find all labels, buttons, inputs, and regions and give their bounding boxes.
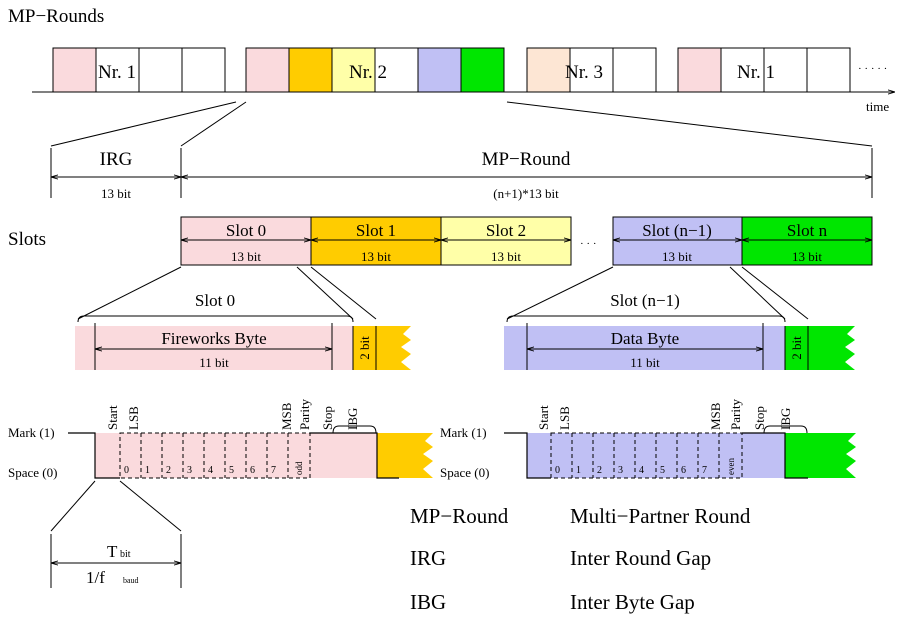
svg-text:3: 3 [187, 465, 192, 476]
svg-text:7: 7 [702, 465, 707, 476]
legend-meaning-irg: Inter Round Gap [570, 546, 711, 570]
msb-label-left: MSB [279, 402, 294, 430]
slot-1-name: Slot 1 [356, 221, 396, 240]
stop-label-left: Stop [320, 406, 335, 430]
slot0-detail-brace [77, 315, 354, 323]
slotn1-byte-bits: 11 bit [630, 355, 660, 370]
slot0-detail-bar [75, 323, 411, 370]
legend-abbr-irg: IRG [410, 546, 446, 570]
timeline-ellipsis: · · · · · [858, 63, 887, 75]
timeline-round-4 [677, 47, 851, 93]
bit-numbers-left: 0 1 2 3 4 5 6 7 [124, 465, 276, 476]
legend-meaning-mp-round: Multi−Partner Round [570, 504, 751, 528]
diagram-title: MP−Rounds [8, 6, 104, 27]
timeline [32, 47, 895, 93]
slot0-detail-title: Slot 0 [195, 291, 235, 310]
legend-meaning-ibg: Inter Byte Gap [570, 590, 695, 614]
round-1-irg [52, 47, 97, 93]
lsb-label-right: LSB [557, 406, 572, 430]
svg-text:1: 1 [145, 465, 150, 476]
bit-numbers-right: 0 1 2 3 4 5 6 7 [555, 465, 707, 476]
slots-row [180, 216, 873, 266]
round-3-label: Nr. 3 [565, 62, 603, 83]
t-bit-sub: bit [120, 549, 131, 560]
slots-row-label: Slots [8, 229, 46, 250]
round-dimensions [50, 148, 873, 198]
zoom-lines-round [50, 101, 873, 147]
slot-n-name: Slot n [787, 221, 828, 240]
ibg-label-left: IBG [345, 408, 360, 430]
lsb-label-left: LSB [126, 406, 141, 430]
mark-label-right: Mark (1) [440, 425, 487, 440]
slotn1-detail-brace [506, 315, 786, 323]
slotn1-detail-title: Slot (n−1) [610, 291, 680, 310]
timeline-round-1 [52, 47, 226, 93]
slot0-byte-label: Fireworks Byte [161, 329, 266, 348]
parity-label-right: Parity [728, 398, 743, 430]
parity-even-label: even [726, 458, 736, 475]
round-4-label: Nr. 1 [737, 62, 775, 83]
ibg-label-right: IBG [778, 408, 793, 430]
slotn1-gap-bits: 2 bit [789, 336, 804, 360]
bit-timing [50, 480, 182, 588]
mp-round-label: MP−Round [482, 149, 571, 170]
svg-text:5: 5 [660, 465, 665, 476]
round-2-label: Nr. 2 [349, 62, 387, 83]
f-baud-main: 1/f [86, 568, 105, 587]
zoom-lines-slots [77, 266, 809, 320]
msb-label-right: MSB [708, 402, 723, 430]
mp-round-bits: (n+1)*13 bit [493, 186, 559, 201]
svg-text:4: 4 [208, 465, 213, 476]
f-baud-sub: baud [123, 576, 139, 585]
timeline-round-2 [245, 47, 505, 93]
time-label: time [866, 99, 889, 114]
parity-label-left: Parity [297, 398, 312, 430]
slot-2-name: Slot 2 [486, 221, 526, 240]
svg-text:2: 2 [166, 465, 171, 476]
svg-text:6: 6 [681, 465, 686, 476]
slotn1-detail-bar [504, 323, 855, 370]
slot-n-1-name: Slot (n−1) [642, 221, 712, 240]
legend-abbr-ibg: IBG [410, 590, 446, 614]
space-label-right: Space (0) [440, 465, 489, 480]
signal-left [68, 425, 433, 479]
signal-right [504, 425, 856, 479]
t-bit-main: T [107, 542, 118, 561]
slot0-gap-bits: 2 bit [357, 336, 372, 360]
slot-n-1-bits: 13 bit [662, 249, 692, 264]
slots-gap-dots: · · · [580, 238, 597, 250]
slot-0-name: Slot 0 [226, 221, 266, 240]
svg-text:6: 6 [250, 465, 255, 476]
start-label-right: Start [536, 405, 551, 430]
svg-text:1: 1 [576, 465, 581, 476]
slot-n-bits: 13 bit [792, 249, 822, 264]
parity-odd-label: odd [294, 461, 304, 475]
svg-text:4: 4 [639, 465, 644, 476]
round-1-label: Nr. 1 [98, 62, 136, 83]
legend: MP−Round Multi−Partner Round IRG Inter R… [410, 504, 751, 614]
svg-text:0: 0 [124, 465, 129, 476]
space-label-left: Space (0) [8, 465, 57, 480]
slot-0-bits: 13 bit [231, 249, 261, 264]
slot-2-bits: 13 bit [491, 249, 521, 264]
slotn1-byte-label: Data Byte [611, 329, 679, 348]
svg-text:0: 0 [555, 465, 560, 476]
irg-bits: 13 bit [101, 186, 131, 201]
irg-label: IRG [100, 149, 133, 170]
svg-text:7: 7 [271, 465, 276, 476]
slot-1-bits: 13 bit [361, 249, 391, 264]
stop-label-right: Stop [752, 406, 767, 430]
slot0-byte-bits: 11 bit [199, 355, 229, 370]
svg-text:3: 3 [618, 465, 623, 476]
start-label-left: Start [105, 405, 120, 430]
svg-text:5: 5 [229, 465, 234, 476]
timeline-round-3 [526, 47, 657, 93]
svg-text:2: 2 [597, 465, 602, 476]
legend-abbr-mp-round: MP−Round [410, 504, 509, 528]
mark-label-left: Mark (1) [8, 425, 55, 440]
